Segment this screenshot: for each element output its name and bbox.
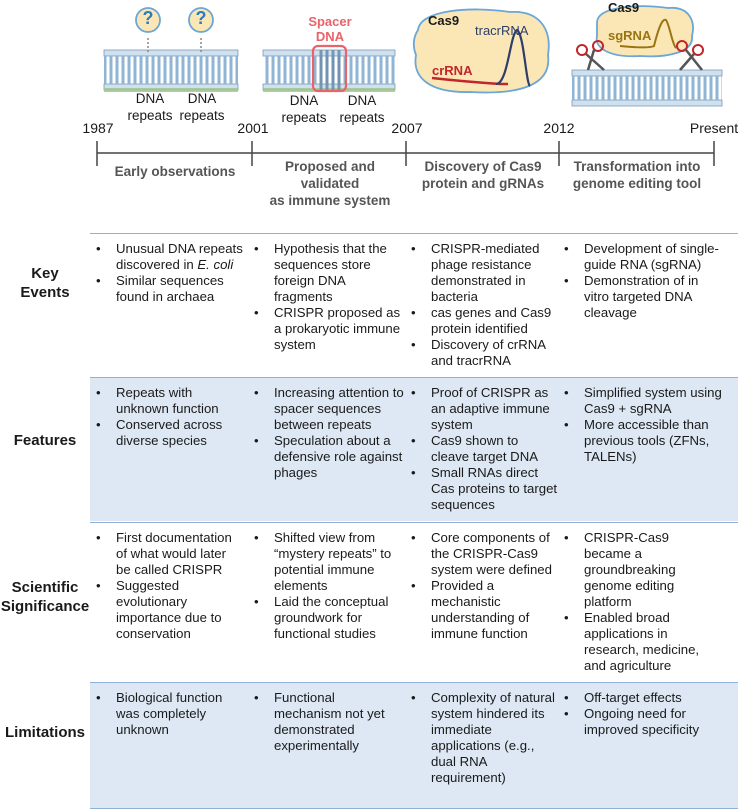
question-mark-1: ? bbox=[142, 8, 154, 28]
list-item: More accessible than previous tools (ZFN… bbox=[562, 417, 722, 465]
list-item: Functional mechanism not yet demonstrate… bbox=[252, 690, 402, 754]
question-icon bbox=[188, 7, 214, 33]
row-label-key-events: Key Events bbox=[20, 265, 70, 301]
cell-significance-2001: Shifted view from “mystery repeats” to p… bbox=[252, 530, 404, 642]
dna-spacer-panel-2 bbox=[262, 44, 396, 93]
list-item: Laid the conceptual groundwork for funct… bbox=[252, 594, 404, 642]
phase-genome-editing: Transformation into genome editing tool bbox=[572, 159, 702, 191]
list-item: Demonstration of in vitro targeted DNA c… bbox=[562, 273, 722, 321]
list-item: Speculation about a defensive role again… bbox=[252, 433, 404, 481]
list-item: CRISPR proposed as a prokaryotic immune … bbox=[252, 305, 402, 353]
cell-limitations-1987: Biological function was completely unkno… bbox=[94, 690, 244, 738]
spacer-highlight bbox=[311, 44, 348, 93]
cas9-sgrna-panel-4 bbox=[571, 5, 723, 107]
dna-repeats-panel-1 bbox=[103, 7, 239, 92]
sgrna-strand bbox=[619, 18, 677, 49]
cell-limitations-2012: Off-target effects Ongoing need for impr… bbox=[562, 690, 732, 738]
list-item: Small RNAs direct Cas proteins to target… bbox=[409, 465, 559, 513]
dna-repeats-label: DNA repeats bbox=[339, 93, 385, 125]
list-item: Shifted view from “mystery repeats” to p… bbox=[252, 530, 404, 594]
cell-key-events-1987: Unusual DNA repeats discovered in E. col… bbox=[94, 241, 244, 305]
cas9-protein bbox=[412, 8, 550, 94]
timeline-illustrations bbox=[103, 5, 723, 107]
year-present: Present bbox=[689, 120, 739, 136]
cell-key-events-2012: Development of single-guide RNA (sgRNA) … bbox=[562, 241, 722, 321]
list-item: Ongoing need for improved specificity bbox=[562, 706, 732, 738]
dna-repeats-label: DNA repeats bbox=[281, 93, 327, 125]
year-2007: 2007 bbox=[391, 120, 423, 136]
row-label-limitations: Limitations bbox=[4, 723, 85, 741]
list-item: Proof of CRISPR as an adaptive immune sy… bbox=[409, 385, 559, 433]
list-item: Provided a mechanistic understanding of … bbox=[409, 578, 559, 642]
dna-repeats-label: DNA repeats bbox=[179, 91, 225, 123]
cell-limitations-2007: Complexity of natural system hindered it… bbox=[409, 690, 559, 786]
list-item: Conserved across diverse species bbox=[94, 417, 244, 449]
scissors-icon-right bbox=[676, 40, 704, 71]
cell-features-1987: Repeats with unknown function Conserved … bbox=[94, 385, 244, 449]
dna-repeats-label: DNA repeats bbox=[127, 91, 173, 123]
row-label-significance: Scientific Significance bbox=[0, 579, 90, 615]
question-mark-2: ? bbox=[195, 8, 207, 28]
cell-limitations-2001: Functional mechanism not yet demonstrate… bbox=[252, 690, 402, 754]
list-item: Cas9 shown to cleave target DNA bbox=[409, 433, 559, 465]
year-2001: 2001 bbox=[237, 120, 269, 136]
cell-features-2007: Proof of CRISPR as an adaptive immune sy… bbox=[409, 385, 559, 513]
list-item: First documentation of what would later … bbox=[94, 530, 244, 578]
list-item: Increasing attention to spacer sequences… bbox=[252, 385, 404, 433]
cell-key-events-2007: CRISPR-mediated phage resistance demonst… bbox=[409, 241, 559, 369]
sgrna-label: sgRNA bbox=[608, 28, 652, 43]
tracrrna-strand bbox=[495, 28, 531, 87]
list-item: Discovery of crRNA and tracrRNA bbox=[409, 337, 559, 369]
cas9-crrna-panel-3 bbox=[412, 8, 550, 94]
phase-early-observations: Early observations bbox=[114, 164, 236, 179]
cas9-label: Cas9 bbox=[428, 13, 460, 28]
list-item: CRISPR-mediated phage resistance demonst… bbox=[409, 241, 559, 305]
list-item: Unusual DNA repeats discovered in E. col… bbox=[94, 241, 244, 273]
cas9-protein bbox=[595, 5, 694, 58]
phase-cas9-discovery: Discovery of Cas9 protein and gRNAs bbox=[421, 159, 545, 191]
cell-significance-1987: First documentation of what would later … bbox=[94, 530, 244, 642]
list-item: Suggested evolutionary importance due to… bbox=[94, 578, 244, 642]
list-item: Core components of the CRISPR-Cas9 syste… bbox=[409, 530, 559, 578]
list-item: Biological function was completely unkno… bbox=[94, 690, 244, 738]
phase-immune-system: Proposed and validated as immune system bbox=[269, 159, 391, 208]
crrna-label: crRNA bbox=[432, 63, 473, 78]
list-item: Similar sequences found in archaea bbox=[94, 273, 244, 305]
list-item: Simplified system using Cas9 + sgRNA bbox=[562, 385, 722, 417]
cell-significance-2012: CRISPR-Cas9 became a groundbreaking geno… bbox=[562, 530, 712, 674]
list-item: Off-target effects bbox=[562, 690, 732, 706]
list-item: CRISPR-Cas9 became a groundbreaking geno… bbox=[562, 530, 712, 610]
scissors-icon-left bbox=[576, 40, 605, 71]
cell-key-events-2001: Hypothesis that the sequences store fore… bbox=[252, 241, 402, 353]
year-2012: 2012 bbox=[543, 120, 575, 136]
year-1987: 1987 bbox=[82, 120, 114, 136]
cell-significance-2007: Core components of the CRISPR-Cas9 syste… bbox=[409, 530, 559, 642]
spacer-dna-label: Spacer DNA bbox=[308, 14, 352, 44]
cas9-label: Cas9 bbox=[608, 0, 640, 15]
timeline-axis bbox=[96, 141, 715, 166]
list-item: cas genes and Cas9 protein identified bbox=[409, 305, 559, 337]
question-icon bbox=[135, 7, 161, 33]
list-item: Development of single-guide RNA (sgRNA) bbox=[562, 241, 722, 273]
row-label-features: Features bbox=[13, 431, 77, 449]
crrna-strand bbox=[431, 76, 508, 86]
list-item: Hypothesis that the sequences store fore… bbox=[252, 241, 402, 305]
tracrrna-label: tracrRNA bbox=[475, 23, 529, 38]
list-item: Enabled broad applications in research, … bbox=[562, 610, 712, 674]
cell-features-2012: Simplified system using Cas9 + sgRNA Mor… bbox=[562, 385, 722, 465]
list-item: Repeats with unknown function bbox=[94, 385, 244, 417]
cell-features-2001: Increasing attention to spacer sequences… bbox=[252, 385, 404, 481]
list-item: Complexity of natural system hindered it… bbox=[409, 690, 559, 786]
